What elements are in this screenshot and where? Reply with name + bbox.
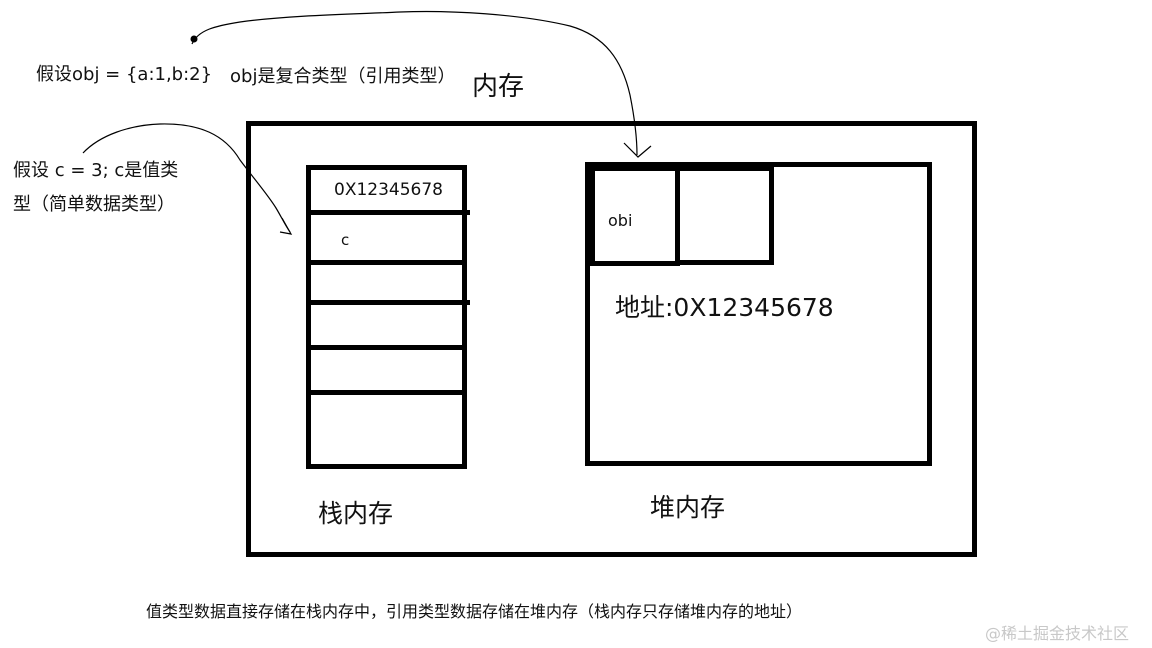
obj-reference-arrow	[190, 10, 652, 158]
stack-divider	[306, 390, 467, 395]
c-assumption-line1: 假设 c = 3; c是值类	[13, 160, 179, 181]
stack-memory-label: 栈内存	[318, 499, 394, 528]
summary-text: 值类型数据直接存储在栈内存中，引用类型数据存储在堆内存（栈内存只存储堆内存的地址…	[146, 602, 803, 621]
memory-box	[246, 121, 977, 557]
stack-divider	[306, 260, 467, 265]
heap-cell-obj-label: obi	[608, 211, 633, 230]
heap-cell-obj	[589, 165, 680, 266]
stack-divider	[306, 300, 470, 305]
heap-address-label: 地址:0X12345678	[615, 293, 834, 322]
stack-cell-address: 0X12345678	[334, 180, 443, 200]
heap-memory-label: 堆内存	[650, 493, 726, 522]
c-assumption-line2: 型（简单数据类型）	[13, 194, 175, 215]
stack-cell-c: c	[341, 231, 350, 249]
stack-divider	[306, 345, 467, 350]
stack-divider	[306, 210, 470, 215]
obj-type-note: obj是复合类型（引用类型）	[230, 66, 456, 87]
stack-memory-box	[306, 165, 467, 469]
heap-memory-box	[585, 162, 932, 466]
heap-cell-empty	[675, 166, 774, 265]
c-value-arrow	[82, 123, 293, 235]
obj-assumption-text: 假设obj = {a:1,b:2}	[36, 64, 213, 85]
memory-title: 内存	[472, 72, 525, 102]
watermark: @稀土掘金技术社区	[985, 624, 1130, 643]
